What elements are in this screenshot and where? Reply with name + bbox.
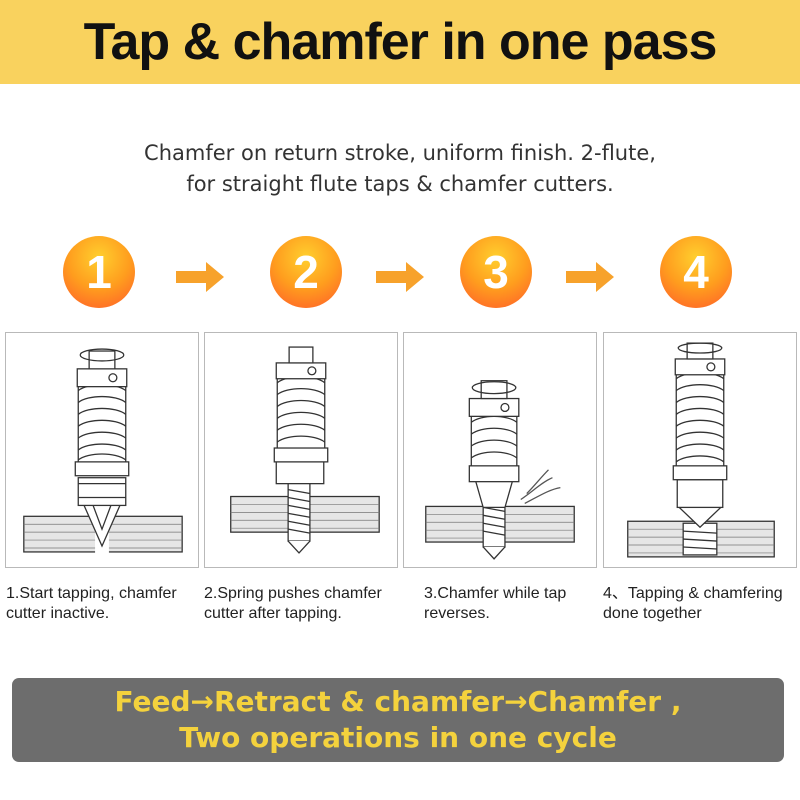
subtitle: Chamfer on return stroke, uniform finish… <box>0 138 800 200</box>
caption-line: done together <box>603 605 702 622</box>
caption-line: cutter after tapping. <box>204 605 342 622</box>
step-1-caption: 1.Start tapping, chamfer cutter inactive… <box>6 584 177 624</box>
step-1-illustration <box>5 332 199 568</box>
caption-line: 3.Chamfer while tap <box>424 585 567 602</box>
summary-banner: Feed→Retract & chamfer→Chamfer , Two ope… <box>12 678 784 762</box>
summary-line-1: Feed→Retract & chamfer→Chamfer , <box>114 685 682 718</box>
arrow-right-icon <box>176 262 224 292</box>
caption-line: reverses. <box>424 605 490 622</box>
subtitle-line-2: for straight flute taps & chamfer cutter… <box>186 172 614 196</box>
caption-line: cutter inactive. <box>6 605 110 622</box>
tapping-holder-icon <box>23 348 183 554</box>
arrow-right-icon <box>376 262 424 292</box>
tapping-holder-icon <box>425 380 575 560</box>
step-4-badge: 4 <box>660 236 732 308</box>
subtitle-line-1: Chamfer on return stroke, uniform finish… <box>144 141 656 165</box>
tapping-holder-icon <box>230 346 380 554</box>
step-4-illustration <box>603 332 797 568</box>
arrow-right-icon <box>566 262 614 292</box>
caption-line: 1.Start tapping, chamfer <box>6 585 177 602</box>
step-1-badge: 1 <box>63 236 135 308</box>
step-4-caption: 4、Tapping & chamfering done together <box>603 584 783 624</box>
step-3-badge: 3 <box>460 236 532 308</box>
summary-line-2: Two operations in one cycle <box>179 721 617 754</box>
step-3-illustration <box>403 332 597 568</box>
caption-line: 2.Spring pushes chamfer <box>204 585 382 602</box>
step-3-caption: 3.Chamfer while tap reverses. <box>424 584 566 624</box>
step-2-illustration <box>204 332 398 568</box>
page-title: Tap & chamfer in one pass <box>83 13 718 71</box>
title-banner: Tap & chamfer in one pass <box>0 0 800 84</box>
tapping-holder-icon <box>627 342 775 558</box>
step-2-caption: 2.Spring pushes chamfer cutter after tap… <box>204 584 382 624</box>
caption-line: 4、Tapping & chamfering <box>603 585 783 602</box>
step-2-badge: 2 <box>270 236 342 308</box>
